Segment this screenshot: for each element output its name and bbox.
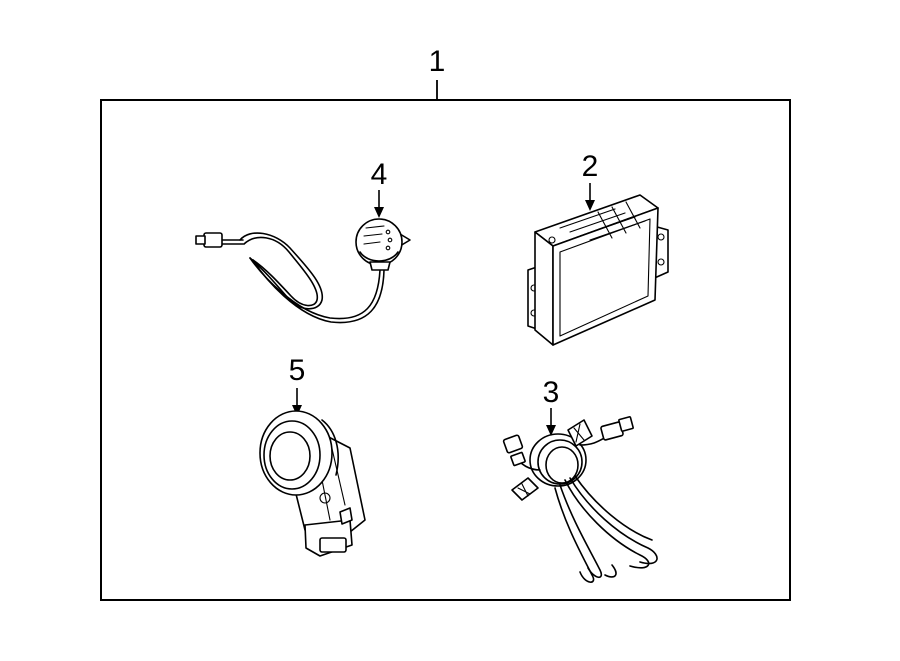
assembly-callout: 1 (429, 45, 446, 78)
sensor-callout: 5 (289, 354, 306, 387)
sensor-cable-callout: 4 (371, 158, 388, 191)
part-wiring-harness: 3 (502, 376, 658, 583)
harness-callout: 3 (543, 376, 560, 409)
module-arrow-head (585, 200, 595, 211)
assembly-group: 1 (100, 45, 791, 601)
assembly-frame (100, 99, 791, 601)
part-control-module: 2 (527, 150, 669, 346)
harness-arrow-head (546, 425, 556, 436)
part-sensor: 5 (259, 354, 366, 557)
part-sensor-cable: 4 (195, 158, 411, 324)
module-callout: 2 (582, 150, 599, 183)
sensor-cable-arrow-head (374, 207, 384, 218)
